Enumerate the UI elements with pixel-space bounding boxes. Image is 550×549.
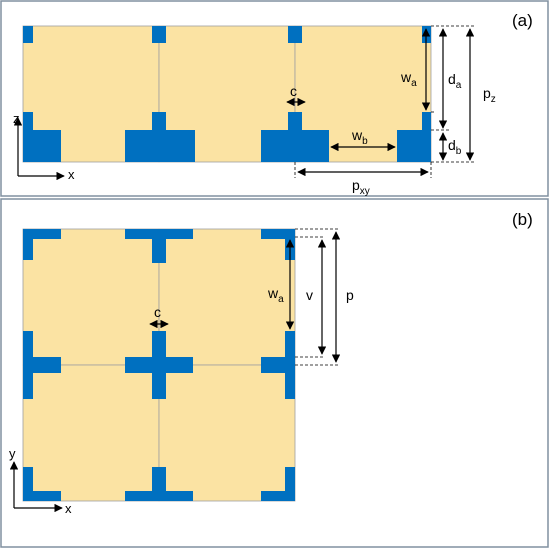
panel-a: (a) c wa da db pz wb pxy z x	[13, 11, 533, 197]
dim-pz-a: pz	[483, 85, 496, 105]
panel-b: (b) c wa v p y x	[9, 210, 533, 516]
extension-lines-a	[294, 25, 475, 178]
axes-a	[13, 117, 65, 181]
dim-p-b: p	[346, 287, 354, 303]
extension-lines-b	[295, 228, 340, 366]
dimension-arrows-b	[149, 231, 341, 363]
cell-b-1	[22, 228, 160, 366]
axis-z-label: z	[13, 111, 20, 126]
cell-b-2	[158, 228, 296, 366]
panel-b-frame	[0, 198, 549, 548]
dim-pxy-a: pxy	[352, 177, 370, 197]
cell-b-4	[158, 364, 296, 502]
dimension-arrows-a	[286, 28, 475, 177]
dim-wa-b: wa	[267, 285, 284, 305]
dim-db-a: db	[448, 137, 462, 157]
axis-x-label-b: x	[65, 501, 72, 516]
panel-a-tag: (a)	[512, 11, 533, 30]
cell-b-3	[22, 364, 160, 502]
dim-wb-a: wb	[351, 127, 368, 147]
dim-v-b: v	[306, 287, 313, 303]
axis-x-label-a: x	[68, 167, 75, 182]
panel-b-tag: (b)	[512, 210, 533, 229]
metal-a	[23, 26, 431, 162]
dim-c-b: c	[154, 304, 161, 320]
dim-c-a: c	[290, 83, 297, 99]
axes-b	[9, 461, 63, 513]
dim-wa-a: wa	[400, 69, 417, 89]
axis-y-label: y	[9, 446, 16, 461]
panel-a-frame	[0, 0, 549, 197]
dim-da-a: da	[448, 71, 462, 91]
